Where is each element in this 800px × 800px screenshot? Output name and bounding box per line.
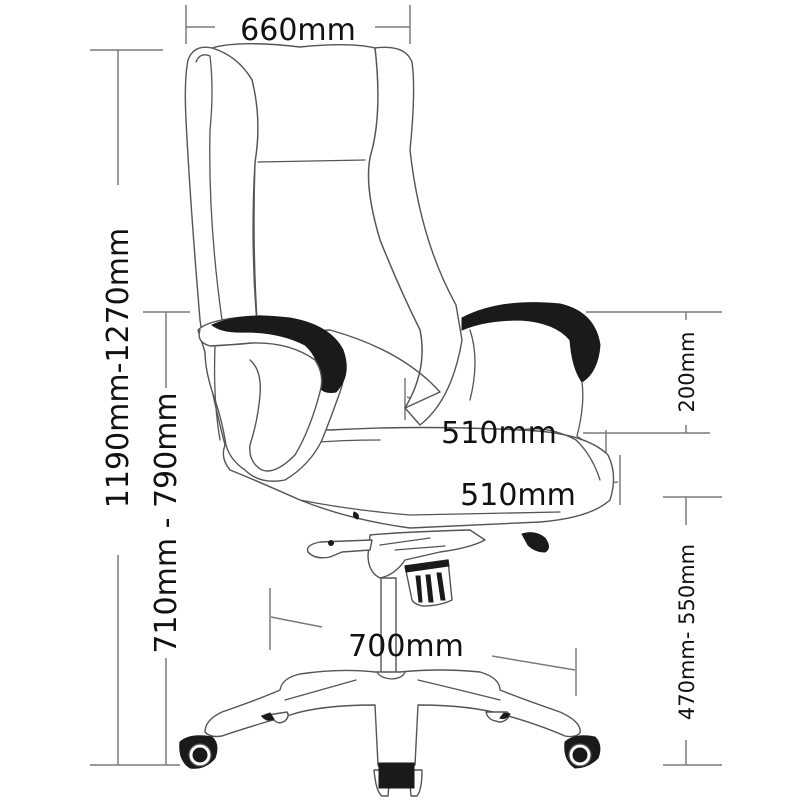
caster-front	[373, 762, 423, 797]
caster-rear-left	[261, 711, 289, 724]
label-seat-height: 470mm- 550mm	[675, 544, 699, 720]
label-overall-width: 660mm	[240, 13, 356, 48]
rear-lever	[521, 532, 549, 553]
label-armrest-height: 710mm - 790mm	[149, 392, 184, 653]
five-star-base	[204, 669, 581, 771]
seat-cushion	[222, 426, 615, 529]
caster-left	[179, 735, 218, 769]
label-seat-width: 510mm	[441, 416, 557, 451]
caster-right	[564, 735, 601, 769]
chair-illustration	[179, 43, 615, 797]
dimension-lines	[90, 5, 722, 766]
label-base-diameter: 700mm	[348, 629, 464, 664]
right-armrest-pad	[461, 302, 601, 383]
left-armrest-pad	[211, 315, 347, 393]
label-armrest-from-seat: 200mm	[675, 332, 699, 413]
tilt-lever	[306, 539, 373, 559]
caster-rear-right	[485, 711, 511, 723]
label-overall-height: 1190mm-1270mm	[101, 228, 136, 508]
label-seat-depth: 510mm	[460, 478, 576, 513]
dimension-labels: 660mm 1190mm-1270mm 710mm - 790mm 200mm …	[101, 13, 699, 720]
tension-knob-rim	[404, 559, 450, 573]
